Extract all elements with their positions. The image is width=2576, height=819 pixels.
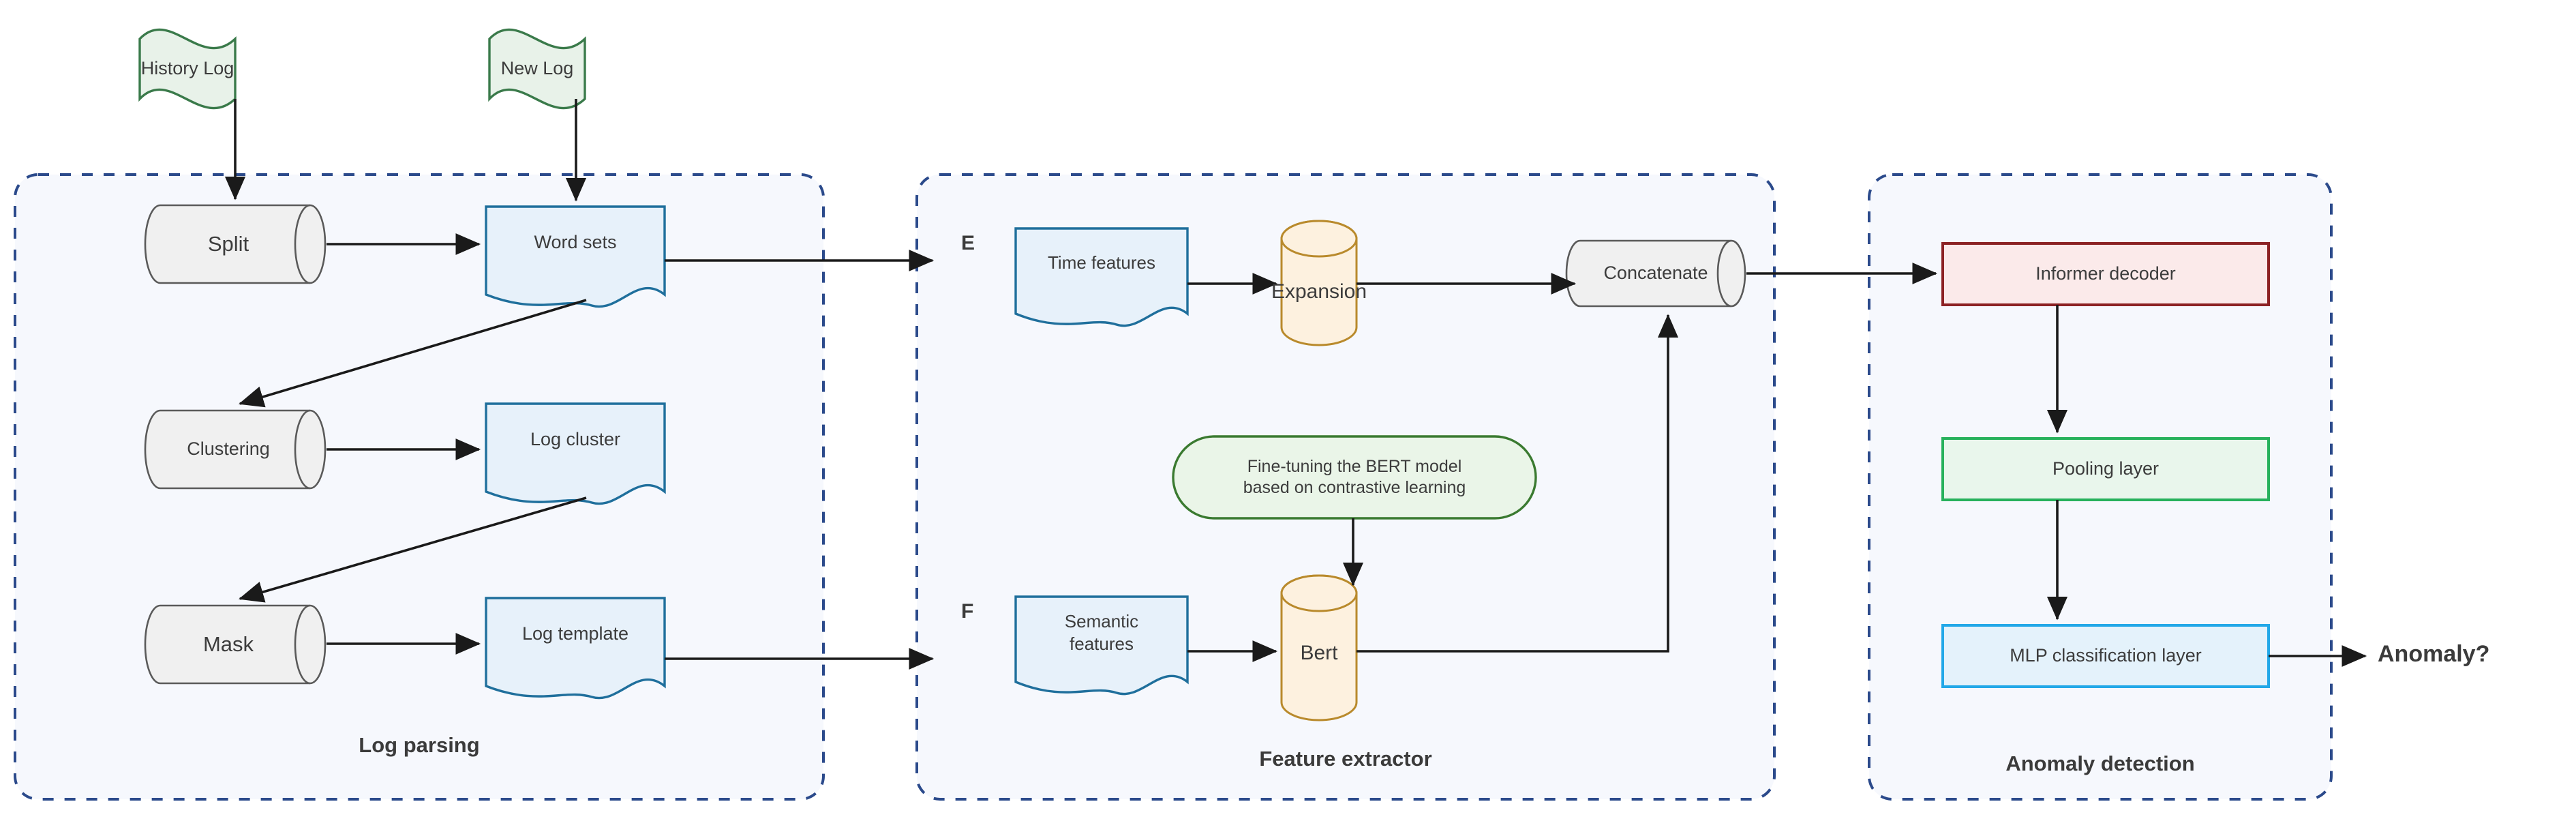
semantic-features-document-shape xyxy=(1014,595,1189,696)
bert-cylinder-shape xyxy=(1280,574,1358,721)
panel-title-anomaly-detection: Anomaly detection xyxy=(2005,751,2195,775)
history-log-label: History Log xyxy=(140,58,234,79)
semantic-features-label: Semantic features xyxy=(1064,611,1139,654)
expansion-node[interactable]: Expansion xyxy=(1271,239,1367,345)
pooling-layer-label: Pooling layer xyxy=(2052,458,2160,479)
log-cluster-node[interactable]: Log cluster xyxy=(486,404,665,475)
bert-label: Bert xyxy=(1300,642,1338,665)
log-template-label: Log template xyxy=(521,623,629,644)
mlp-classification-shape xyxy=(1941,624,2270,688)
concatenate-cylinder-shape xyxy=(1565,239,1746,308)
mlp-classification-node[interactable]: MLP classification layer xyxy=(1943,625,2269,687)
marker-f-label: F xyxy=(961,600,974,623)
fine-tuning-label-line1: Fine-tuning the BERT model xyxy=(1247,456,1462,476)
time-features-document-shape xyxy=(1014,227,1189,327)
time-features-node[interactable]: Time features xyxy=(1016,228,1187,297)
expansion-label: Expansion xyxy=(1271,280,1367,303)
log-cluster-label: Log cluster xyxy=(530,428,621,449)
panel-title-log-parsing: Log parsing xyxy=(359,733,480,757)
marker-e-label: E xyxy=(961,232,975,254)
history-log-node[interactable]: History Log xyxy=(140,39,235,99)
word-sets-document-shape xyxy=(485,205,666,308)
fine-tuning-node[interactable]: Fine-tuning the BERT model based on cont… xyxy=(1173,436,1536,518)
log-template-node[interactable]: Log template xyxy=(486,598,665,670)
informer-decoder-label: Informer decoder xyxy=(2035,263,2176,284)
mask-node[interactable]: Mask xyxy=(160,606,297,683)
log-template-document-shape xyxy=(485,597,666,700)
time-features-label: Time features xyxy=(1048,252,1155,273)
word-sets-label: Word sets xyxy=(534,231,617,252)
mask-cylinder-shape xyxy=(144,604,327,685)
pooling-layer-node[interactable]: Pooling layer xyxy=(1943,438,2269,500)
concatenate-label: Concatenate xyxy=(1603,263,1708,284)
pooling-layer-shape xyxy=(1941,437,2270,501)
edge-word-sets-to-clustering xyxy=(238,299,587,408)
informer-decoder-node[interactable]: Informer decoder xyxy=(1943,243,2269,305)
edge-bert-to-concatenate xyxy=(1357,314,1679,653)
split-label: Split xyxy=(207,231,249,256)
clustering-node[interactable]: Clustering xyxy=(160,411,297,488)
log-cluster-document-shape xyxy=(485,402,666,505)
expansion-cylinder-shape xyxy=(1280,220,1358,346)
new-log-node[interactable]: New Log xyxy=(489,39,585,99)
mask-label: Mask xyxy=(202,631,254,656)
bert-node[interactable]: Bert xyxy=(1282,600,1357,706)
informer-decoder-shape xyxy=(1941,242,2270,306)
word-sets-node[interactable]: Word sets xyxy=(486,207,665,278)
semantic-features-node[interactable]: Semantic features xyxy=(1016,597,1187,668)
clustering-label: Clustering xyxy=(187,438,270,460)
fine-tuning-pill-shape xyxy=(1172,435,1537,520)
split-cylinder-shape xyxy=(144,204,327,284)
fine-tuning-label-line2: based on contrastive learning xyxy=(1243,478,1466,497)
new-log-label: New Log xyxy=(500,58,574,79)
clustering-cylinder-shape xyxy=(144,409,327,490)
edge-log-cluster-to-mask xyxy=(238,496,587,603)
mlp-classification-label: MLP classification layer xyxy=(2010,645,2202,666)
split-node[interactable]: Split xyxy=(160,205,297,283)
panel-title-feature-extractor: Feature extractor xyxy=(1259,747,1432,771)
anomaly-question-label: Anomaly? xyxy=(2378,641,2490,667)
new-log-flag-shape xyxy=(488,28,586,110)
panel-log-parsing-frame xyxy=(14,173,825,801)
concatenate-node[interactable]: Concatenate xyxy=(1580,241,1731,306)
